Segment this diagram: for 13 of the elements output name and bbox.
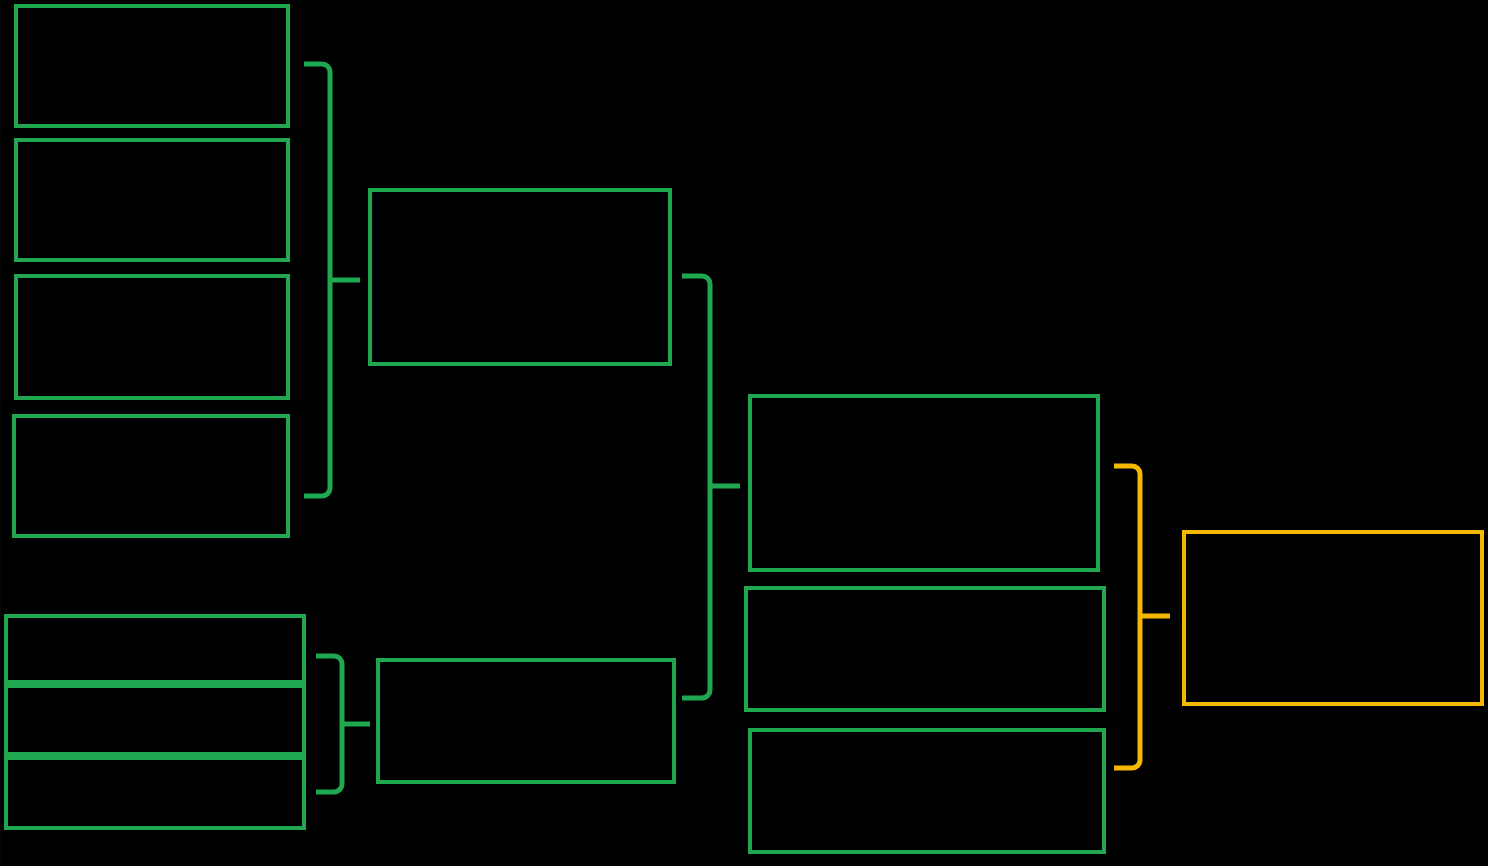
empty-box <box>14 138 290 262</box>
empty-box <box>4 613 306 684</box>
empty-box <box>744 586 1106 712</box>
empty-box <box>376 657 676 784</box>
empty-box <box>1182 529 1484 706</box>
empty-box <box>368 188 672 366</box>
empty-box <box>4 755 306 830</box>
empty-box <box>14 4 290 128</box>
empty-box <box>14 274 290 400</box>
empty-box <box>12 414 290 538</box>
empty-box <box>4 683 306 756</box>
empty-box <box>748 727 1106 854</box>
empty-box <box>748 394 1100 572</box>
